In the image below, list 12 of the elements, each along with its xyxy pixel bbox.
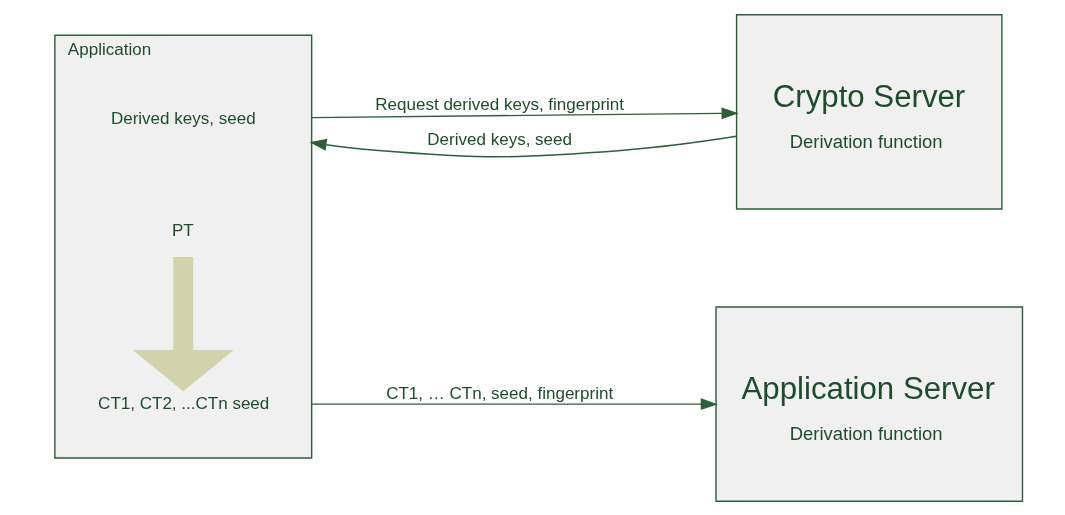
node-text: CT1, CT2, ...CTn seed <box>97 393 269 413</box>
node-text: Derived keys, seed <box>110 108 256 128</box>
arrow <box>310 397 718 410</box>
edge-label: CT1, … CTn, seed, fingerprint <box>385 383 613 403</box>
edge-label: Request derived keys, fingerprint <box>374 94 624 114</box>
arrow <box>132 256 234 391</box>
edge-label: Derived keys, seed <box>426 129 572 149</box>
node-box: Application Server Derivation function <box>714 305 1023 502</box>
node-text: PT <box>171 220 194 240</box>
arrow <box>310 106 739 119</box>
arrow <box>309 135 737 157</box>
node-box: Crypto Server Derivation function <box>735 13 1003 210</box>
